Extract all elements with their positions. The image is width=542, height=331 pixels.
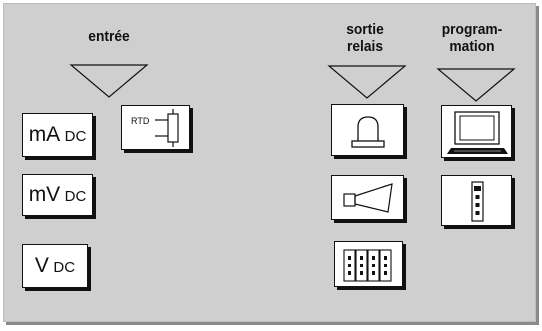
horn-icon	[343, 183, 393, 213]
input-ma-dc-box: mA DC	[22, 113, 93, 157]
heading-programming: program- mation	[441, 21, 503, 55]
ma-dc-label: DC	[64, 128, 87, 145]
computer-box	[441, 105, 512, 158]
input-v-dc-box: V DC	[22, 244, 88, 288]
diagram-panel: entrée sortie relais program- mation mA …	[3, 3, 536, 322]
input-arrow	[69, 64, 149, 98]
v-label: V	[34, 254, 49, 277]
mv-label: mV	[28, 183, 61, 206]
relay-output-arrow	[327, 65, 407, 99]
alarm-lamp-box	[331, 104, 404, 156]
input-rtd-box: RTD	[121, 105, 190, 150]
heading-input: entrée	[88, 28, 130, 45]
heading-relay-output: sortie relais	[346, 21, 384, 55]
programming-arrow	[436, 68, 516, 102]
module-icon	[471, 181, 484, 222]
relay-modules-box	[334, 241, 403, 287]
v-dc-label: DC	[53, 259, 76, 276]
relay-modules-icon	[343, 249, 392, 282]
computer-icon	[447, 111, 508, 154]
alarm-lamp-icon	[351, 116, 385, 148]
resistor-icon	[155, 109, 179, 147]
input-mv-dc-box: mV DC	[22, 174, 93, 216]
mv-dc-label: DC	[64, 188, 87, 205]
horn-box	[331, 175, 404, 220]
programmer-module-box	[441, 175, 512, 226]
rtd-label: RTD	[131, 116, 150, 126]
ma-label: mA	[28, 123, 61, 146]
